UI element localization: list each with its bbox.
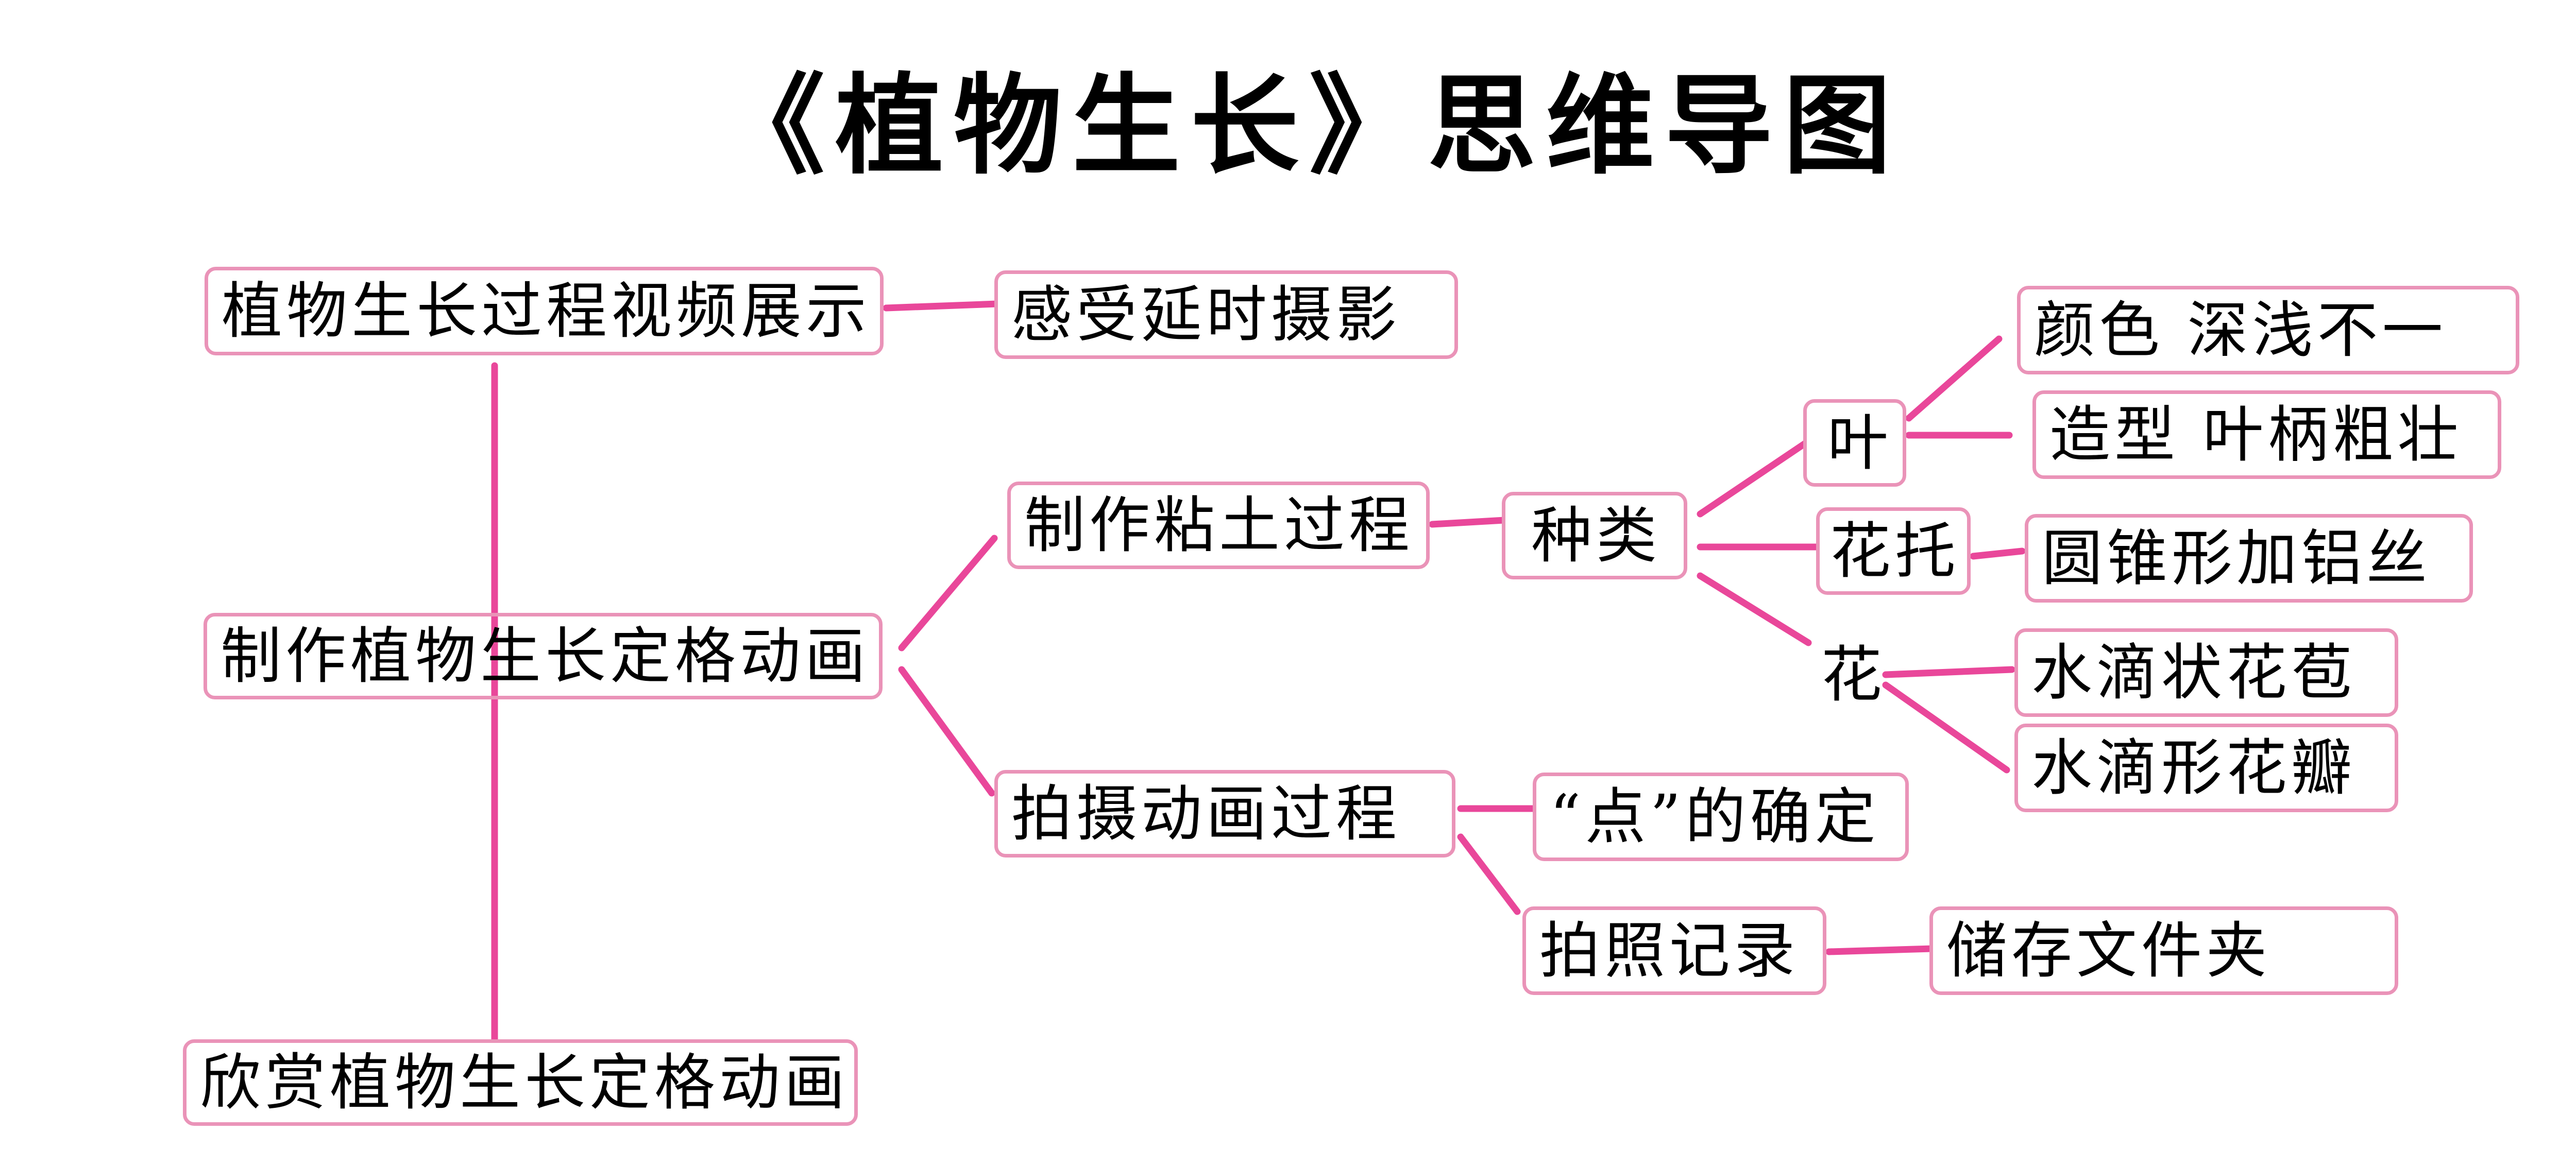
node-point-fix: “点”的确定 [1533, 773, 1909, 861]
connector-types-leaf [1697, 439, 1809, 518]
node-timelapse: 感受延时摄影 [994, 270, 1458, 359]
node-photo-record: 拍照记录 [1522, 906, 1826, 995]
connector-types-flower [1697, 572, 1812, 646]
node-flower: 花 [1821, 639, 1883, 710]
page-title: 《植物生长》思维导图 [716, 63, 1902, 189]
connector-shooting-photo [1457, 833, 1521, 915]
connector-photo-folder [1825, 945, 1936, 955]
node-receptacle: 花托 [1816, 507, 1971, 595]
node-save-folder: 储存文件夹 [1929, 906, 2398, 995]
connector-animation-clay [898, 535, 998, 651]
node-types: 种类 [1502, 492, 1687, 579]
connector-receptacle-cone [1970, 547, 2026, 560]
node-leaf-color: 颜色 深浅不一 [2017, 286, 2519, 374]
connector-flower-bud [1882, 666, 2015, 678]
node-appreciate-animation: 欣赏植物生长定格动画 [183, 1039, 858, 1126]
node-leaf: 叶 [1803, 399, 1906, 487]
node-clay-process: 制作粘土过程 [1007, 482, 1430, 569]
node-bud: 水滴状花苞 [2014, 628, 2398, 717]
connector-clay-types [1429, 517, 1508, 528]
connector-flower-petal [1882, 681, 2010, 774]
node-shooting-process: 拍摄动画过程 [994, 770, 1455, 858]
connector-video-timelapse [883, 300, 1001, 312]
node-leaf-shape: 造型 叶柄粗壮 [2032, 390, 2501, 479]
node-make-animation: 制作植物生长定格动画 [204, 613, 883, 699]
node-video-display: 植物生长过程视频展示 [205, 267, 884, 355]
node-petal: 水滴形花瓣 [2014, 724, 2398, 812]
connector-leaf-color [1905, 335, 2003, 422]
node-cone-wire: 圆锥形加铝丝 [2025, 514, 2473, 603]
connector-animation-shooting [898, 666, 995, 797]
